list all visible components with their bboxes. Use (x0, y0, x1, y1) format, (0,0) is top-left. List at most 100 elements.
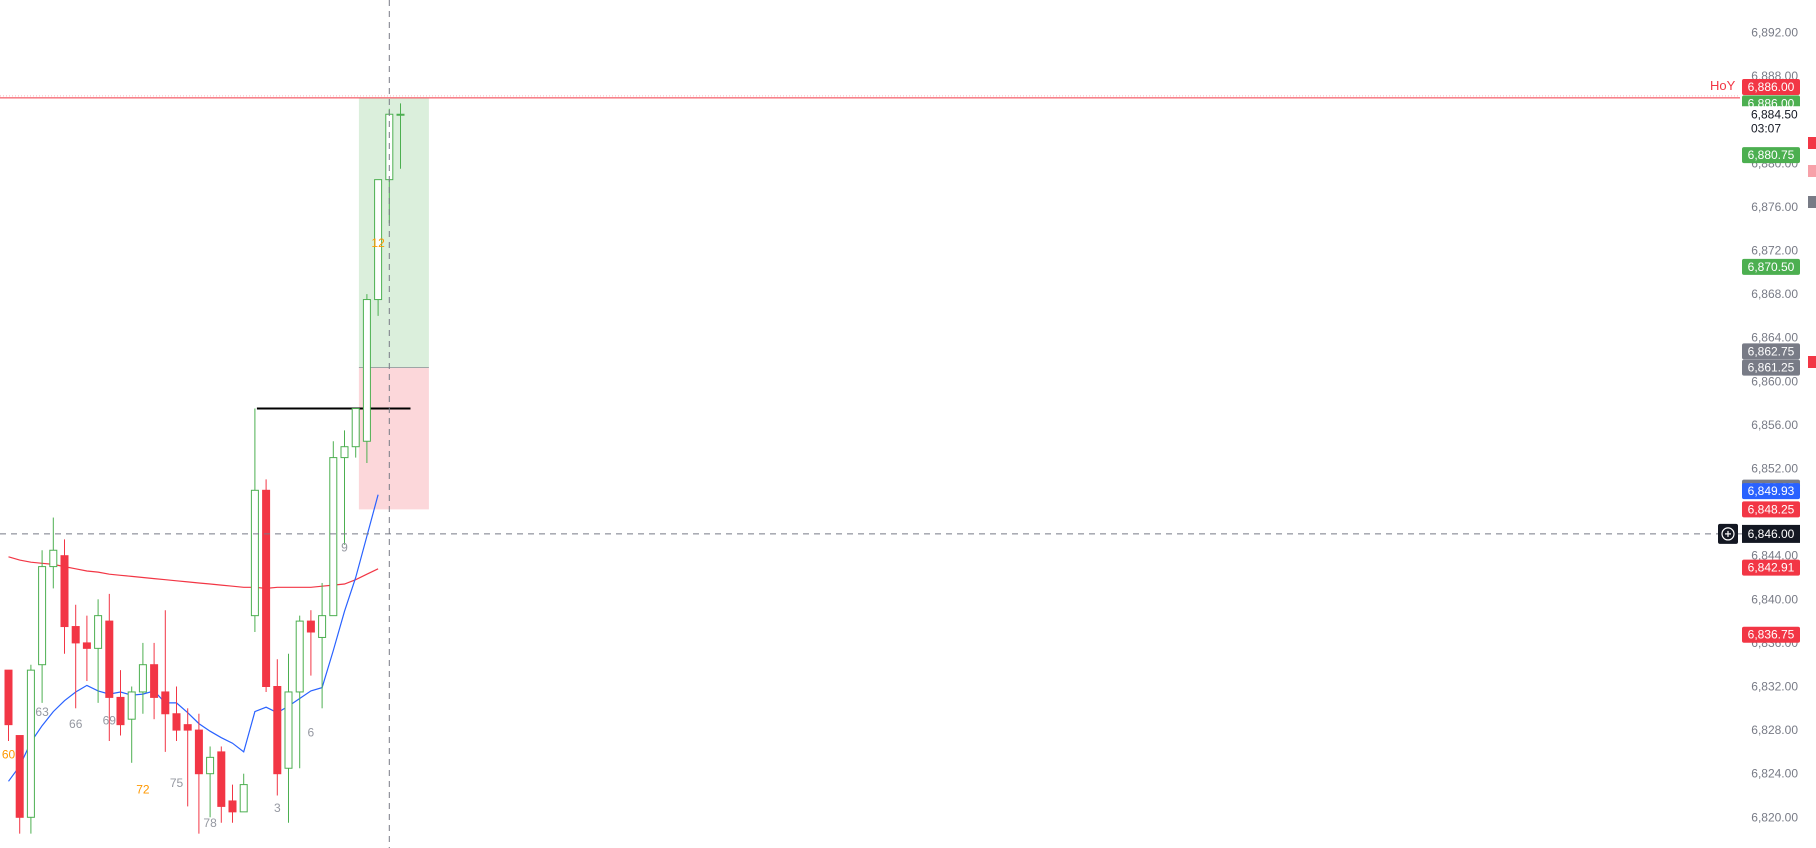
candle-body (150, 664, 159, 698)
bar-count-label: 6 (308, 726, 315, 740)
price-tag-text: 6,836.75 (1748, 628, 1795, 642)
candle (49, 517, 58, 589)
candle-body (38, 566, 47, 666)
price-tag: 6,836.75 (1742, 626, 1800, 643)
bar-count-label: 75 (170, 776, 184, 790)
price-tag: 6,880.75 (1742, 147, 1800, 164)
candle-body (116, 696, 125, 726)
price-tags: 6,886.006,886.006,880.756,870.506,862.75… (1718, 79, 1800, 643)
price-axis-tick: 6,824.00 (1751, 767, 1798, 781)
candle (217, 746, 226, 823)
candle (116, 670, 125, 736)
candle (4, 669, 13, 741)
crosshair (0, 0, 1745, 848)
price-tag: 6,861.25 (1742, 359, 1800, 376)
current-price-bg (1742, 106, 1800, 137)
price-tag-bg (1742, 79, 1800, 95)
candle-body (127, 691, 136, 720)
price-tag: 6,870.50 (1742, 258, 1800, 275)
price-tag-text: 6,849.93 (1748, 484, 1795, 498)
candle (351, 408, 360, 458)
price-tag-bg (1742, 559, 1800, 576)
price-tag-text: 6,861.25 (1748, 361, 1795, 375)
candle-body (94, 615, 103, 649)
price-tag: 6,849.93 (1742, 483, 1800, 500)
crosshair-price-tag[interactable]: 6,846.00 (1742, 524, 1800, 543)
candle (15, 735, 24, 834)
price-axis-tick: 6,856.00 (1751, 418, 1798, 432)
price-tag: 6,862.75 (1742, 343, 1800, 360)
ma-blue-line (8, 494, 379, 782)
bar-count-label: 66 (69, 717, 83, 731)
strip-mark (1808, 196, 1816, 208)
price-axis-tick: 6,840.00 (1751, 592, 1798, 606)
price-axis-tick: 6,864.00 (1751, 331, 1798, 345)
price-tag-text: 6,848.25 (1748, 502, 1795, 516)
hoy-label: HoY (1710, 78, 1736, 93)
candle-body (306, 620, 315, 633)
candle (329, 441, 338, 617)
candle-body (60, 555, 69, 628)
price-tag-bg (1742, 501, 1800, 518)
price-axis-tick: 6,832.00 (1751, 680, 1798, 694)
price-tag-bg (1742, 626, 1800, 643)
strip-mark (1808, 356, 1816, 368)
candle-body (172, 713, 181, 731)
candle (206, 746, 215, 818)
horizontal-levels: HoY (0, 78, 1740, 410)
candle (26, 664, 35, 834)
candle (60, 539, 69, 654)
price-axis-tick: 6,820.00 (1751, 810, 1798, 824)
price-tag-text: 6,880.75 (1748, 148, 1795, 162)
price-tag: 6,842.91 (1742, 559, 1800, 576)
candle-body (206, 756, 215, 775)
candle-body (284, 691, 293, 769)
strip-mark (1808, 165, 1816, 177)
candle (396, 103, 405, 169)
price-axis-tick: 6,844.00 (1751, 549, 1798, 563)
candle (138, 642, 147, 714)
price-tag-bg (1742, 343, 1800, 360)
price-axis-tick: 6,828.00 (1751, 723, 1798, 737)
bar-count-label: 60 (2, 747, 16, 761)
price-axis-tick: 6,872.00 (1751, 244, 1798, 258)
add-alert-plus-icon[interactable] (1718, 523, 1738, 544)
candle-body (138, 664, 147, 693)
price-tag-bg (1742, 483, 1800, 500)
candle-body (71, 626, 80, 644)
price-axis-tick: 6,860.00 (1751, 374, 1798, 388)
candle-body (318, 615, 327, 638)
price-tag: 6,848.25 (1742, 501, 1800, 518)
candle-body (4, 669, 13, 726)
candle-body (82, 642, 91, 649)
price-axis-tick: 6,852.00 (1751, 462, 1798, 476)
candle-body (396, 113, 405, 116)
candle-body (273, 686, 282, 775)
candle (183, 708, 192, 807)
candle (161, 610, 170, 752)
price-tag-bg (1742, 147, 1800, 164)
strip-mark (1808, 137, 1816, 149)
candle (295, 615, 304, 769)
price-tag-text: 6,842.91 (1748, 561, 1795, 575)
candle (228, 784, 237, 823)
candle (340, 430, 349, 545)
plus-icon-circle (1721, 527, 1735, 541)
price-axis-tick: 6,892.00 (1751, 26, 1798, 40)
candle-body (183, 724, 192, 731)
price-tag-bg (1742, 258, 1800, 275)
candle (38, 550, 47, 703)
candle (239, 773, 248, 813)
moving-averages (8, 494, 379, 782)
price-tag-text: 6,886.00 (1748, 80, 1795, 94)
candle-body (295, 620, 304, 693)
bar-count-label: 78 (203, 816, 217, 830)
price-tag-text: 6,862.75 (1748, 344, 1795, 358)
price-axis-tick: 6,868.00 (1751, 287, 1798, 301)
bar-count-label: 63 (35, 705, 49, 719)
candle (306, 610, 315, 676)
candle-body (217, 751, 226, 807)
candle-body (228, 800, 237, 813)
